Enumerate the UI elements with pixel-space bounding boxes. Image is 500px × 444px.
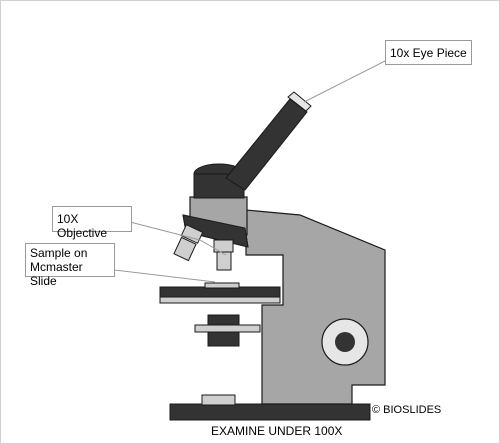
condenser-plate	[194, 324, 261, 333]
focus-knob-center	[335, 332, 355, 352]
eyepiece-leader	[303, 59, 388, 103]
eyepiece-lens	[287, 91, 312, 112]
eyepiece-tube	[225, 98, 308, 191]
stage-plate	[159, 296, 281, 304]
eyepiece-label: 10x Eye Piece	[385, 40, 472, 65]
objective-leader	[129, 221, 227, 256]
sample-label-line1: Sample on	[30, 246, 88, 260]
caption-text: EXAMINE UNDER 100X	[211, 424, 343, 438]
sample-label: Sample on Mcmaster Slide	[25, 243, 115, 288]
sample-label-line2: Mcmaster Slide	[30, 260, 83, 288]
slide	[204, 282, 240, 289]
copyright-text: © BIOSLIDES	[372, 404, 442, 416]
condenser-top	[207, 314, 240, 326]
microscope-arm	[245, 209, 386, 405]
light-source	[201, 394, 236, 406]
sample-leader	[113, 269, 216, 283]
objective-right	[213, 239, 234, 271]
objective-label: 10X Objective	[52, 206, 132, 240]
objective-left	[173, 224, 204, 262]
condenser-bottom	[207, 331, 240, 347]
microscope-base	[169, 403, 371, 421]
